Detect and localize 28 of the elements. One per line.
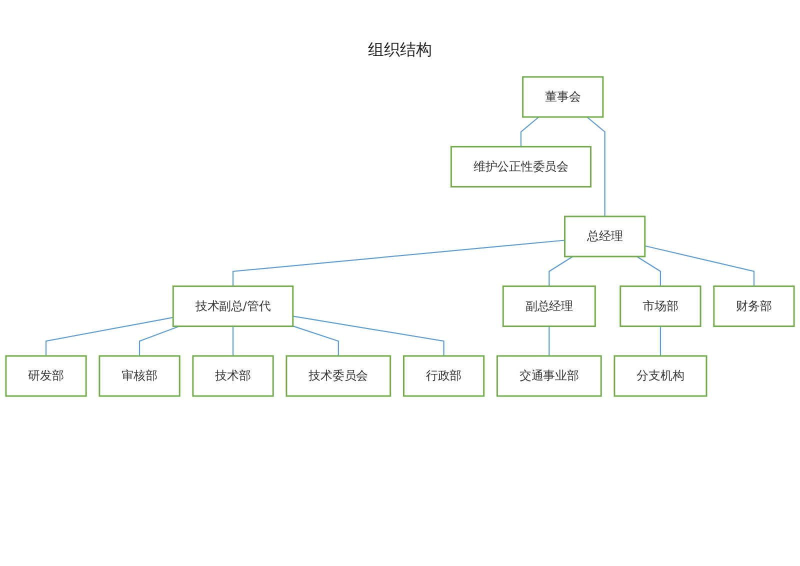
connector [660,326,662,356]
connector [232,326,234,356]
connector [292,326,339,356]
node-box: 财务部 [713,285,795,328]
node-box: 研发部 [5,355,87,397]
connector [292,316,444,356]
connector [636,256,662,286]
node-box: 交通事业部 [496,355,602,397]
connector [548,256,574,286]
connector [644,245,755,286]
diagram-title: 组织结构 [367,40,433,61]
node-box: 市场部 [620,285,702,328]
connector [586,116,606,216]
node-box: 行政部 [402,355,485,397]
node-box: 副总经理 [502,285,596,328]
connector [138,326,180,356]
connector [232,240,565,286]
node-box: 维护公正性委员会 [450,146,592,188]
node-box: 审核部 [98,355,180,397]
node-box: 技术副总/管代 [172,285,294,328]
connector [520,116,540,147]
node-box: 技术部 [192,355,274,397]
node-box: 总经理 [564,216,646,258]
connector [45,316,174,356]
node-box: 董事会 [522,76,604,118]
connector [548,326,550,356]
node-box: 技术委员会 [286,355,392,397]
node-box: 分支机构 [614,355,708,397]
